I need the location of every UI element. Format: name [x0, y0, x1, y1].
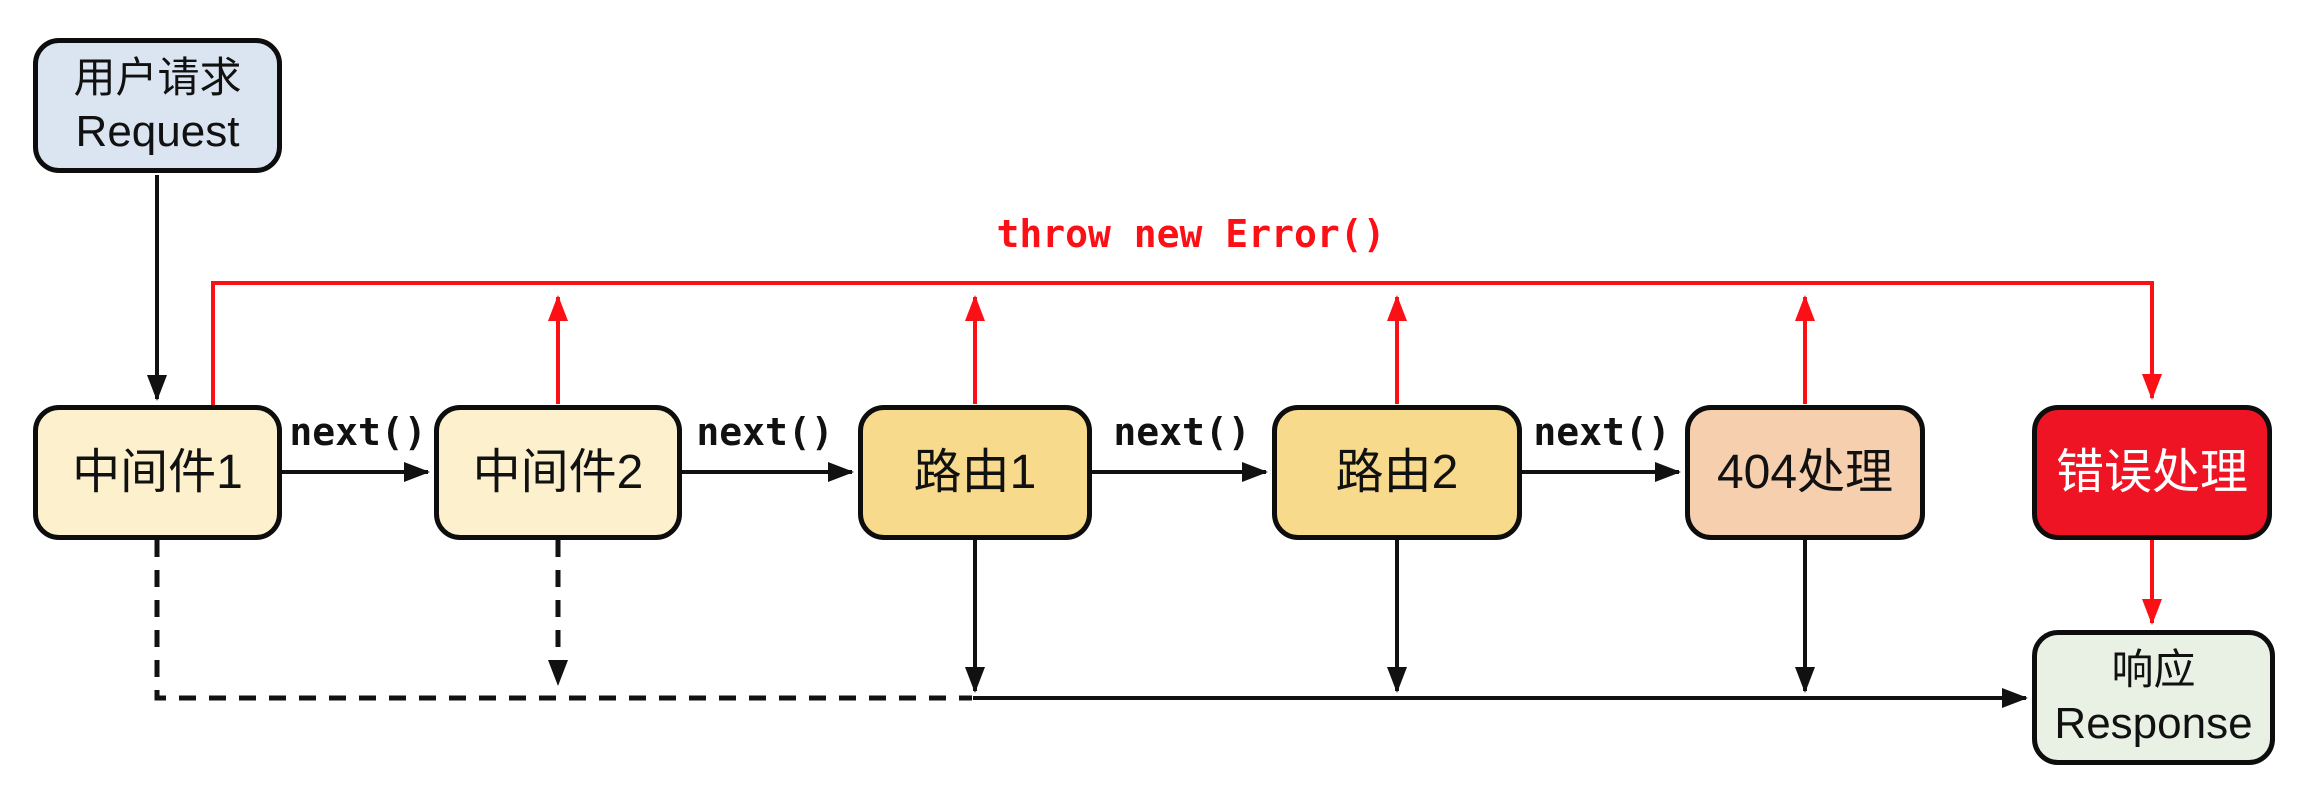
node-error-handler: 错误处理 [2032, 405, 2272, 540]
node-response: 响应 Response [2032, 630, 2275, 765]
node-route2: 路由2 [1272, 405, 1522, 540]
node-route1: 路由1 [858, 405, 1092, 540]
node-error-handler-label: 错误处理 [2055, 445, 2248, 499]
node-response-label-en: Response [2054, 699, 2253, 749]
node-middleware1-label: 中间件1 [72, 445, 243, 499]
node-middleware2-label: 中间件2 [472, 445, 644, 499]
node-route1-label: 路由1 [913, 445, 1037, 499]
edge-error-bus [211, 281, 2162, 405]
next-label-4: next() [1533, 410, 1671, 454]
node-user-request-label-en: Request [75, 107, 240, 157]
node-response-label-zh: 响应 [2111, 645, 2196, 693]
node-middleware1: 中间件1 [33, 405, 282, 540]
node-user-request-label-zh: 用户请求 [73, 53, 242, 101]
edge-middleware1-dashed-response [154, 540, 972, 701]
node-route2-label: 路由2 [1335, 445, 1459, 499]
node-middleware2: 中间件2 [434, 405, 682, 540]
node-404-handler-label: 404处理 [1716, 445, 1894, 499]
next-label-2: next() [696, 410, 834, 454]
next-label-3: next() [1113, 410, 1251, 454]
node-404-handler: 404处理 [1685, 405, 1925, 540]
next-label-1: next() [289, 410, 427, 454]
node-user-request: 用户请求 Request [33, 38, 282, 173]
throw-new-error-label: throw new Error() [996, 212, 1386, 256]
